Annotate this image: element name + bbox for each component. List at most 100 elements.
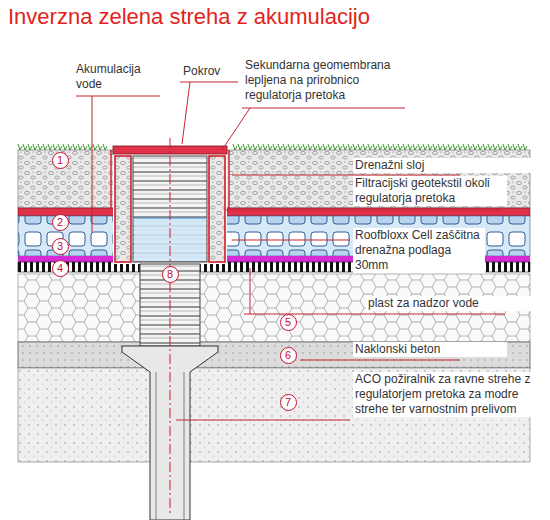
grass-blade [38,144,42,150]
grass-blade [353,144,357,150]
grass-blade [328,144,332,150]
part-label: Akumulacija vode [74,62,160,92]
grass-blade [273,144,277,150]
filter-geotextile [18,208,530,216]
leader-line [300,360,460,361]
grass-blade [468,144,472,150]
grass-blade [513,144,517,150]
grass-blade [443,144,447,150]
grass-blade [238,144,242,150]
grass-blade [258,144,262,150]
part-label: ACO požiralnik za ravne strehe z regulat… [353,372,545,417]
grass-blade [83,144,87,150]
grass-blade [283,144,287,150]
leader-line [180,82,238,144]
grass-blade [233,144,237,150]
grass-blade [388,144,392,150]
grass-blade [438,144,442,150]
grass-blade [248,144,252,150]
grass-blade [303,144,307,150]
grass-blade [473,144,477,150]
leader-line [76,96,160,232]
callout-number: 6 [285,350,291,361]
callout-number: 1 [57,155,63,166]
grass-blade [458,144,462,150]
grass-blade [493,144,497,150]
callout-circle: 5 [280,314,297,331]
grass-blade [278,144,282,150]
part-label: plast za nadzor vode [366,296,542,311]
grass-blade [383,144,387,150]
leader-line [226,210,500,211]
grass-blade [293,144,297,150]
part-label: Pokrov [181,64,245,79]
leader-line [176,420,350,421]
grass-blade [288,144,292,150]
grass-blade [323,144,327,150]
grass-blade [503,144,507,150]
grass-blade [398,144,402,150]
callout-circle: 7 [280,394,297,411]
grass-blade [408,144,412,150]
leader-lines [76,82,505,420]
grass-blade [358,144,362,150]
grass-blade [523,144,527,150]
grass-blade [43,144,47,150]
grass-blade [488,144,492,150]
leader-line [222,108,405,150]
slope-concrete [18,342,530,368]
callout-circle: 1 [52,152,69,169]
grass-blade [498,144,502,150]
grass-blade [418,144,422,150]
grass-blade [68,144,72,150]
gravel-channel [209,156,225,262]
grass-blade [88,144,92,150]
part-label: Filtracijski geotekstil okoli regulatorj… [353,176,507,206]
center-line [170,138,171,515]
grass-blade [448,144,452,150]
grass-blade [243,144,247,150]
grass-blade [463,144,467,150]
grass-blade [338,144,342,150]
title: Inverzna zelena streha z akumulacijo [8,4,370,30]
grass-blade [423,144,427,150]
grass-blade [403,144,407,150]
grass-blade [483,144,487,150]
part-label: Roofbloxx Cell zaščitna drenažna podlaga… [353,228,485,273]
grass-blade [73,144,77,150]
grass-blade [18,144,22,150]
callout-number: 4 [57,263,63,274]
part-label: Naklonski beton [353,342,507,357]
callout-number: 3 [57,241,63,252]
grass-blade [63,144,67,150]
grass-blade [298,144,302,150]
grass-blade [343,144,347,150]
grass-blade [93,144,97,150]
grass-blade [378,144,382,150]
grass-blade [393,144,397,150]
callout-circle: 3 [52,238,69,255]
grass-blade [103,144,107,150]
grass-blade [53,144,57,150]
grass-blade [413,144,417,150]
part-label: Sekundarna geomembrana lepljena na priro… [243,58,407,103]
callout-circle: 6 [280,347,297,364]
grass-blade [508,144,512,150]
grass-blade [478,144,482,150]
grass-blade [313,144,317,150]
callout-circle: 4 [52,260,69,277]
grass-blade [28,144,32,150]
grass-blade [318,144,322,150]
grass-blade [48,144,52,150]
grass-blade [453,144,457,150]
grass-blade [263,144,267,150]
part-label: Drenažni sloj [353,158,537,173]
callout-number: 7 [285,397,291,408]
leader-line [232,240,350,241]
callout-number: 8 [167,269,173,280]
callout-circle: 2 [52,214,69,231]
grass-blade [428,144,432,150]
grass-blade [33,144,37,150]
grass-blade [253,144,257,150]
grass-blade [433,144,437,150]
